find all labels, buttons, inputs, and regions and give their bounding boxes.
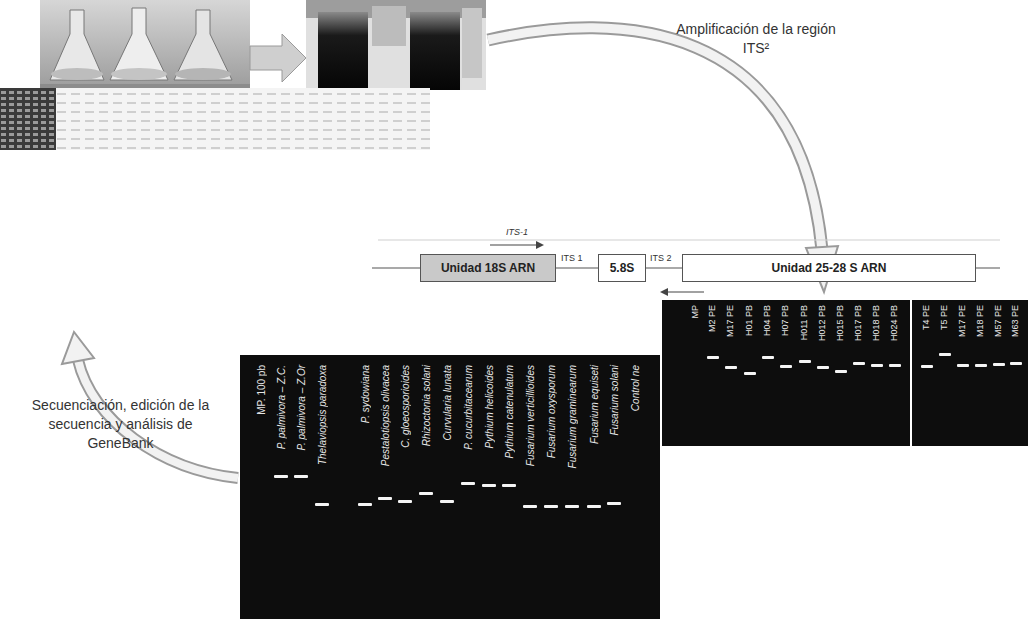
lane-label: Control ne xyxy=(630,365,641,411)
lane-label: P. cucurbitacearum xyxy=(463,365,474,450)
lane-label: P. sydowiana xyxy=(360,365,371,423)
lane-label: Rhizoctonia solani xyxy=(421,365,432,446)
lane-label: H018 PB xyxy=(872,305,882,341)
gel-divider xyxy=(910,300,912,446)
unit-name: Unidad 25-28 S ARN xyxy=(772,261,887,275)
lane-label: M17 PE xyxy=(726,305,736,337)
sequence-image xyxy=(0,88,430,150)
gel-image: MP. 100 pb P. palmivora – Z.C. P. palmivor… xyxy=(240,355,660,619)
rrna-unit-box: Unidad 18S ARN xyxy=(420,254,556,282)
lane-label: Fusarium oxysporum xyxy=(546,365,557,458)
flask-photo xyxy=(40,0,250,92)
lane-label: M17 PE xyxy=(958,305,968,337)
rrna-unit-box: 5.8S xyxy=(598,254,646,282)
tube-photo xyxy=(306,0,486,90)
lane-label: P. palmivora – Z.C. xyxy=(276,365,287,449)
lane-label: M18 PE xyxy=(976,305,986,337)
lane-label: M63 PE xyxy=(1011,305,1021,337)
lane-label: Fusarium solani xyxy=(609,365,620,436)
process-arrow xyxy=(250,34,306,82)
primer-label: ITS-1 xyxy=(506,226,546,238)
lane-label: H04 PB xyxy=(763,305,773,336)
lane-label: Pythium catenulatum xyxy=(504,365,515,458)
its-schematic xyxy=(372,240,1000,296)
lane-label: MP xyxy=(691,305,701,319)
region-label: ITS 1 xyxy=(561,252,595,264)
gel-image: MP M2 PE M17 PE H01 PB H04 PB H07 PB H011 PB H0… xyxy=(662,300,1028,446)
gel-bands xyxy=(274,353,1022,508)
lane-label: Fusarium graminearum xyxy=(567,365,578,468)
lane-label: H017 PB xyxy=(854,305,864,341)
lane-label: MP. 100 pb xyxy=(256,365,267,415)
rrna-unit-box: Unidad 25-28 S ARN xyxy=(682,254,976,282)
lane-label: H012 PB xyxy=(818,305,828,341)
lane-label: Fusarium equiseti xyxy=(589,365,600,444)
lane-label: M2 PE xyxy=(708,305,718,332)
lane-label: Thelaviopsis paradoxa xyxy=(317,365,328,465)
lane-label: H015 PB xyxy=(836,305,846,341)
lane-label: Pythium helicoides xyxy=(484,365,495,448)
step-label: Secuenciación, edición de la secuencia y… xyxy=(18,396,223,453)
lane-label: P. palmivora – Z.Or xyxy=(296,365,307,450)
lane-label: H011 PB xyxy=(800,305,810,340)
lane-label: Pestalotiopsis olivacea xyxy=(380,365,391,466)
curved-arrow xyxy=(488,28,838,292)
lane-label: C. gloeosporioides xyxy=(400,365,411,448)
lane-label: H024 PB xyxy=(890,305,900,341)
lane-label: T5 PE xyxy=(940,305,950,330)
lane-label: Curvularia lunata xyxy=(442,365,453,441)
lane-label: H07 PB xyxy=(781,305,791,336)
unit-name: Unidad 18S ARN xyxy=(441,261,535,275)
lane-label: M57 PE xyxy=(994,305,1004,337)
lane-label: Fusarium verticillioides xyxy=(525,365,536,466)
unit-name: 5.8S xyxy=(610,261,635,275)
lane-label: T4 PE xyxy=(922,305,932,330)
region-label: ITS 2 xyxy=(650,252,684,264)
step-label: Amplificación de la región ITS² xyxy=(676,20,836,58)
lane-label: H01 PB xyxy=(745,305,755,336)
